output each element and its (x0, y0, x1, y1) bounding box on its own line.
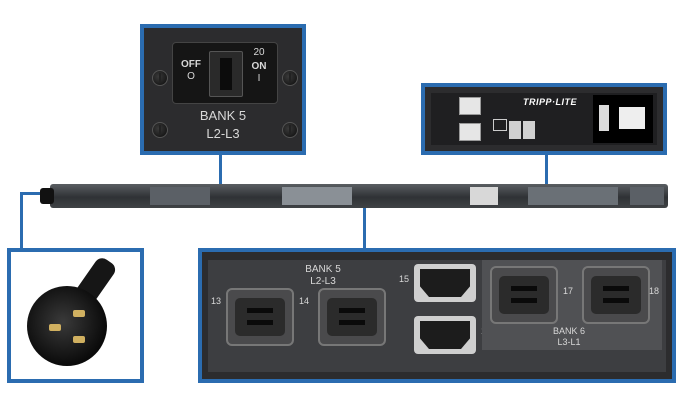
pdu-strip (40, 184, 668, 208)
network-panel: TRIPP·LITE (431, 93, 657, 145)
bank5-label: BANK 5 (305, 264, 341, 275)
screw-icon (282, 122, 298, 138)
outlet-number: 15 (398, 274, 409, 284)
outlet-number: 18 (648, 286, 659, 296)
display-panel (593, 95, 653, 143)
usb-port-icon[interactable] (509, 121, 521, 139)
breaker-bank-label: BANK 5 (199, 108, 247, 123)
breaker-off-symbol: O (187, 71, 195, 82)
display-icon-left (599, 105, 609, 131)
outlet-c19-18[interactable] (582, 266, 650, 324)
brand-logo: TRIPP·LITE (523, 97, 577, 107)
pdu-module-e (630, 187, 664, 205)
breaker-callout: OFF O 20 ON I BANK 5 L2-L3 (140, 24, 306, 155)
breaker-phase-label: L2-L3 (206, 126, 240, 141)
outlet-c13-16[interactable] (414, 316, 476, 354)
callout-line-breaker (219, 152, 222, 187)
plug-head (27, 286, 107, 366)
bank5-phase: L2-L3 (310, 276, 336, 287)
pdu-module-c (470, 187, 498, 205)
usb-port-icon[interactable] (523, 121, 535, 139)
callout-line-plug-stub (20, 192, 42, 195)
screw-icon (282, 70, 298, 86)
plug-pin-icon (49, 324, 61, 331)
pdu-module-b (282, 187, 352, 205)
outlets-panel: BANK 5 L2-L3 13 14 15 16 17 18 BANK 6 L3… (208, 260, 666, 372)
screw-icon (152, 70, 168, 86)
plug-pin-icon (73, 336, 85, 343)
plug-pin-icon (73, 310, 85, 317)
circuit-breaker[interactable]: OFF O 20 ON I (172, 42, 278, 104)
pdu-module-d (528, 187, 618, 205)
outlet-c19-14[interactable] (318, 288, 386, 346)
outlets-callout: BANK 5 L2-L3 13 14 15 16 17 18 BANK 6 L3… (198, 248, 676, 383)
ethernet-port-icon[interactable] (459, 97, 481, 115)
breaker-rating: 20 (253, 47, 265, 58)
outlet-c19-13[interactable] (226, 288, 294, 346)
network-callout: TRIPP·LITE (421, 83, 667, 155)
bank6-label: BANK 6 (552, 326, 585, 336)
screw-icon (152, 122, 168, 138)
breaker-off-label: OFF (181, 59, 201, 70)
breaker-on-label: ON (251, 61, 267, 72)
breaker-toggle[interactable] (209, 51, 243, 97)
outlet-c19-17[interactable] (490, 266, 558, 324)
usb-icon (493, 119, 507, 131)
display-icon-right (619, 107, 645, 129)
pdu-plug-end (40, 188, 54, 204)
ethernet-port-icon[interactable] (459, 123, 481, 141)
pdu-module-a (150, 187, 210, 205)
plug-callout (7, 248, 144, 383)
breaker-toggle-lever (220, 58, 232, 90)
callout-line-plug-v (20, 192, 23, 252)
breaker-on-symbol: I (257, 73, 261, 84)
outlet-number: 14 (298, 296, 309, 306)
bank6-block: 17 18 BANK 6 L3-L1 (482, 260, 662, 350)
callout-line-network (545, 152, 548, 187)
bank6-phase: L3-L1 (557, 337, 581, 347)
outlet-c13-15[interactable] (414, 264, 476, 302)
callout-line-outlets (363, 205, 366, 250)
outlet-number: 13 (210, 296, 221, 306)
outlet-number: 17 (562, 286, 573, 296)
